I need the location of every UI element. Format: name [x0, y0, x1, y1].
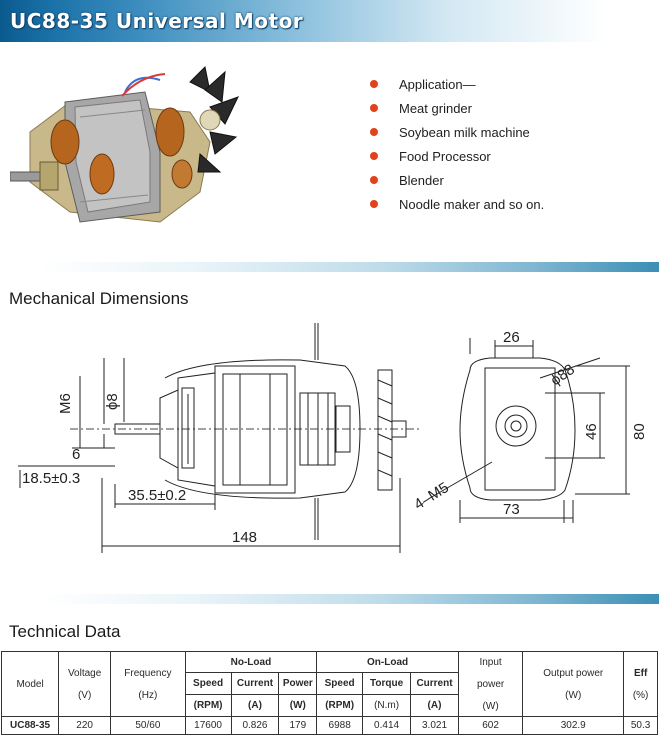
list-item: Soybean milk machine — [370, 120, 544, 144]
header-no-load: No-Load — [184, 651, 318, 673]
cell-output: 302.9 — [522, 716, 625, 735]
cell-ol-speed: 6988 — [316, 716, 364, 735]
dim-73: 73 — [503, 501, 520, 518]
header-on-load: On-Load — [316, 651, 459, 673]
cell-frequency: 50/60 — [110, 716, 186, 735]
application-list: Application— Meat grinder Soybean milk m… — [370, 72, 544, 216]
section-divider — [40, 594, 659, 604]
cell-ol-torque: 0.414 — [362, 716, 412, 735]
dim-80: 80 — [631, 423, 648, 440]
unit-nl-speed: (RPM) — [184, 694, 232, 717]
unit-nl-current: (A) — [230, 694, 280, 717]
dim-phi88: ϕ88 — [548, 361, 578, 389]
header-eff: Eff(%) — [623, 651, 658, 717]
cell-voltage: 220 — [58, 716, 112, 735]
cell-input: 602 — [457, 716, 524, 735]
list-item: Blender — [370, 168, 544, 192]
header-output-power: Output power(W) — [522, 651, 625, 717]
header-nl-current: Current — [230, 672, 280, 695]
cell-ol-current: 3.021 — [410, 716, 459, 735]
list-item: Food Processor — [370, 144, 544, 168]
header-nl-power: Power — [278, 672, 318, 695]
motor-photo — [10, 65, 239, 223]
header-ol-current: Current — [410, 672, 459, 695]
section-title-mechanical: Mechanical Dimensions — [9, 289, 189, 308]
bullet-icon — [370, 176, 378, 184]
dim-148: 148 — [232, 529, 257, 546]
section-title-technical: Technical Data — [9, 622, 121, 641]
bullet-icon — [370, 104, 378, 112]
page-header: UC88-35 Universal Motor — [0, 0, 659, 42]
list-item: Application— — [370, 72, 544, 96]
header-ol-torque: Torque — [362, 672, 412, 695]
unit-nl-power: (W) — [278, 694, 318, 717]
dim-35-5: 35.5±0.2 — [128, 487, 186, 504]
dim-phi8: ϕ8 — [104, 393, 121, 410]
cell-model: UC88-35 — [0, 716, 60, 735]
header-ol-speed: Speed — [316, 672, 364, 695]
unit-ol-current: (A) — [410, 694, 459, 717]
bullet-icon — [370, 200, 378, 208]
section-divider — [40, 262, 659, 272]
bullet-icon — [370, 80, 378, 88]
page-title: UC88-35 Universal Motor — [10, 9, 304, 33]
unit-ol-speed: (RPM) — [316, 694, 364, 717]
cell-nl-current: 0.826 — [230, 716, 280, 735]
cell-nl-speed: 17600 — [184, 716, 232, 735]
bullet-icon — [370, 152, 378, 160]
header-nl-speed: Speed — [184, 672, 232, 695]
dim-6: 6 — [72, 446, 80, 463]
dim-18-5: 18.5±0.3 — [22, 470, 80, 487]
table-row: UC88-35 220 50/60 17600 0.826 179 6988 0… — [0, 716, 658, 735]
bullet-icon — [370, 128, 378, 136]
dim-4-m5: 4–M5 — [411, 479, 452, 513]
unit-ol-torque: (N.m) — [362, 694, 412, 717]
dim-46: 46 — [583, 423, 600, 440]
list-item: Noodle maker and so on. — [370, 192, 544, 216]
dim-m6: M6 — [57, 393, 74, 414]
list-item: Meat grinder — [370, 96, 544, 120]
header-model: Model — [0, 651, 60, 717]
header-voltage: Voltage(V) — [58, 651, 112, 717]
technical-data-table: Model Voltage(V) Frequency(Hz) No-Load O… — [0, 651, 658, 735]
header-frequency: Frequency(Hz) — [110, 651, 186, 717]
dimension-drawing: M6 ϕ8 6 18.5±0.3 35.5±0.2 148 26 ϕ88 46 … — [18, 323, 648, 553]
dim-26: 26 — [503, 329, 520, 346]
cell-eff: 50.3 — [623, 716, 658, 735]
cell-nl-power: 179 — [278, 716, 318, 735]
